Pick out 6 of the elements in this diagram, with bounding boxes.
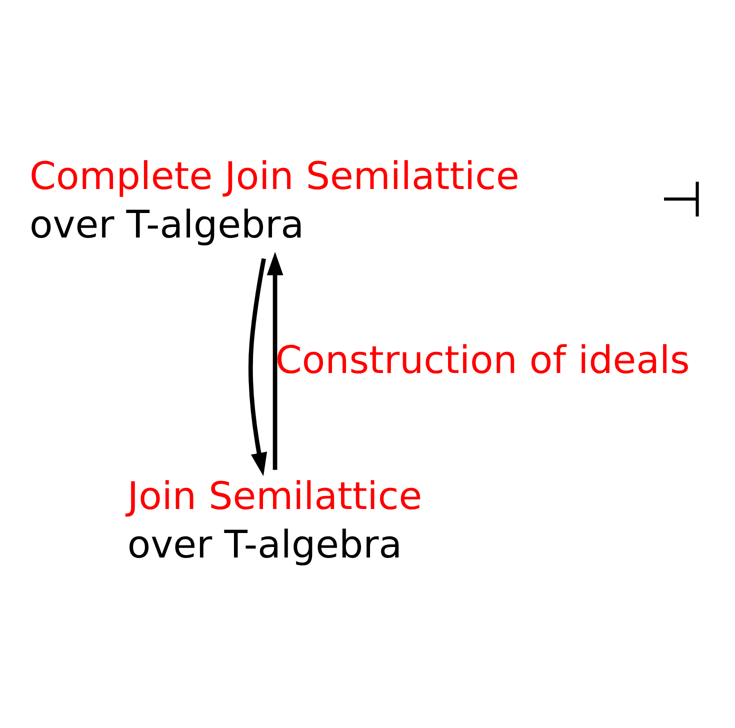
label: ⊣ <box>660 170 704 229</box>
edge-label: Construction of ideals <box>275 338 690 382</box>
arrow <box>248 258 268 476</box>
arrow <box>266 252 284 470</box>
node-text: Join Semilattice over T-algebra <box>127 474 422 566</box>
node-text: Complete Join Semilattice over T-algebra <box>29 154 520 246</box>
